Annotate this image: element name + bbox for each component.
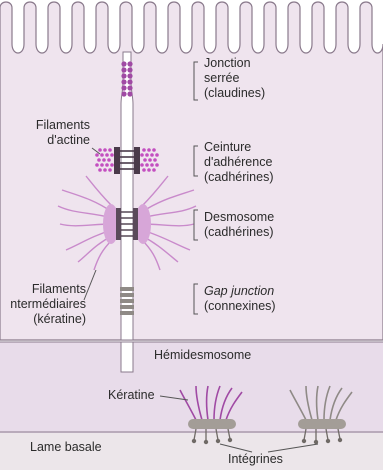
intermediate-filaments-label: Filaments ntermédiaires (kératine) [0,282,86,327]
tight-junction-line-3: (claudines) [204,86,265,101]
intermediate-line-2: ntermédiaires [0,297,86,312]
tight-junction-line-2: serrée [204,71,265,86]
gap-junction-label: Gap junction (connexines) [204,284,276,314]
integrins-label: Intégrines [228,452,283,467]
intermediate-line-3: (kératine) [0,312,86,327]
tight-junction-label: Jonction serrée (claudines) [204,56,265,101]
actin-line-2: d'actine [10,133,90,148]
adherens-belt-label: Ceinture d'adhérence (cadhérines) [204,140,273,185]
adherens-line-1: Ceinture [204,140,273,155]
desmosome-line-2: (cadhérines) [204,225,274,240]
adherens-line-2: d'adhérence [204,155,273,170]
adherens-line-3: (cadhérines) [204,170,273,185]
intercellular-space-lower [121,342,133,372]
tight-junction-line-1: Jonction [204,56,265,71]
gap-junction-line-1: Gap junction [204,284,276,299]
basal-lamina-label: Lame basale [30,440,102,455]
keratin-label: Kératine [108,388,155,403]
intermediate-line-1: Filaments [0,282,86,297]
desmosome-line-1: Desmosome [204,210,274,225]
actin-filaments-label: Filaments d'actine [10,118,90,148]
actin-line-1: Filaments [10,118,90,133]
hemidesmosome-label: Hémidesmosome [154,348,251,363]
gap-junction-line-2: (connexines) [204,299,276,314]
desmosome-label: Desmosome (cadhérines) [204,210,274,240]
